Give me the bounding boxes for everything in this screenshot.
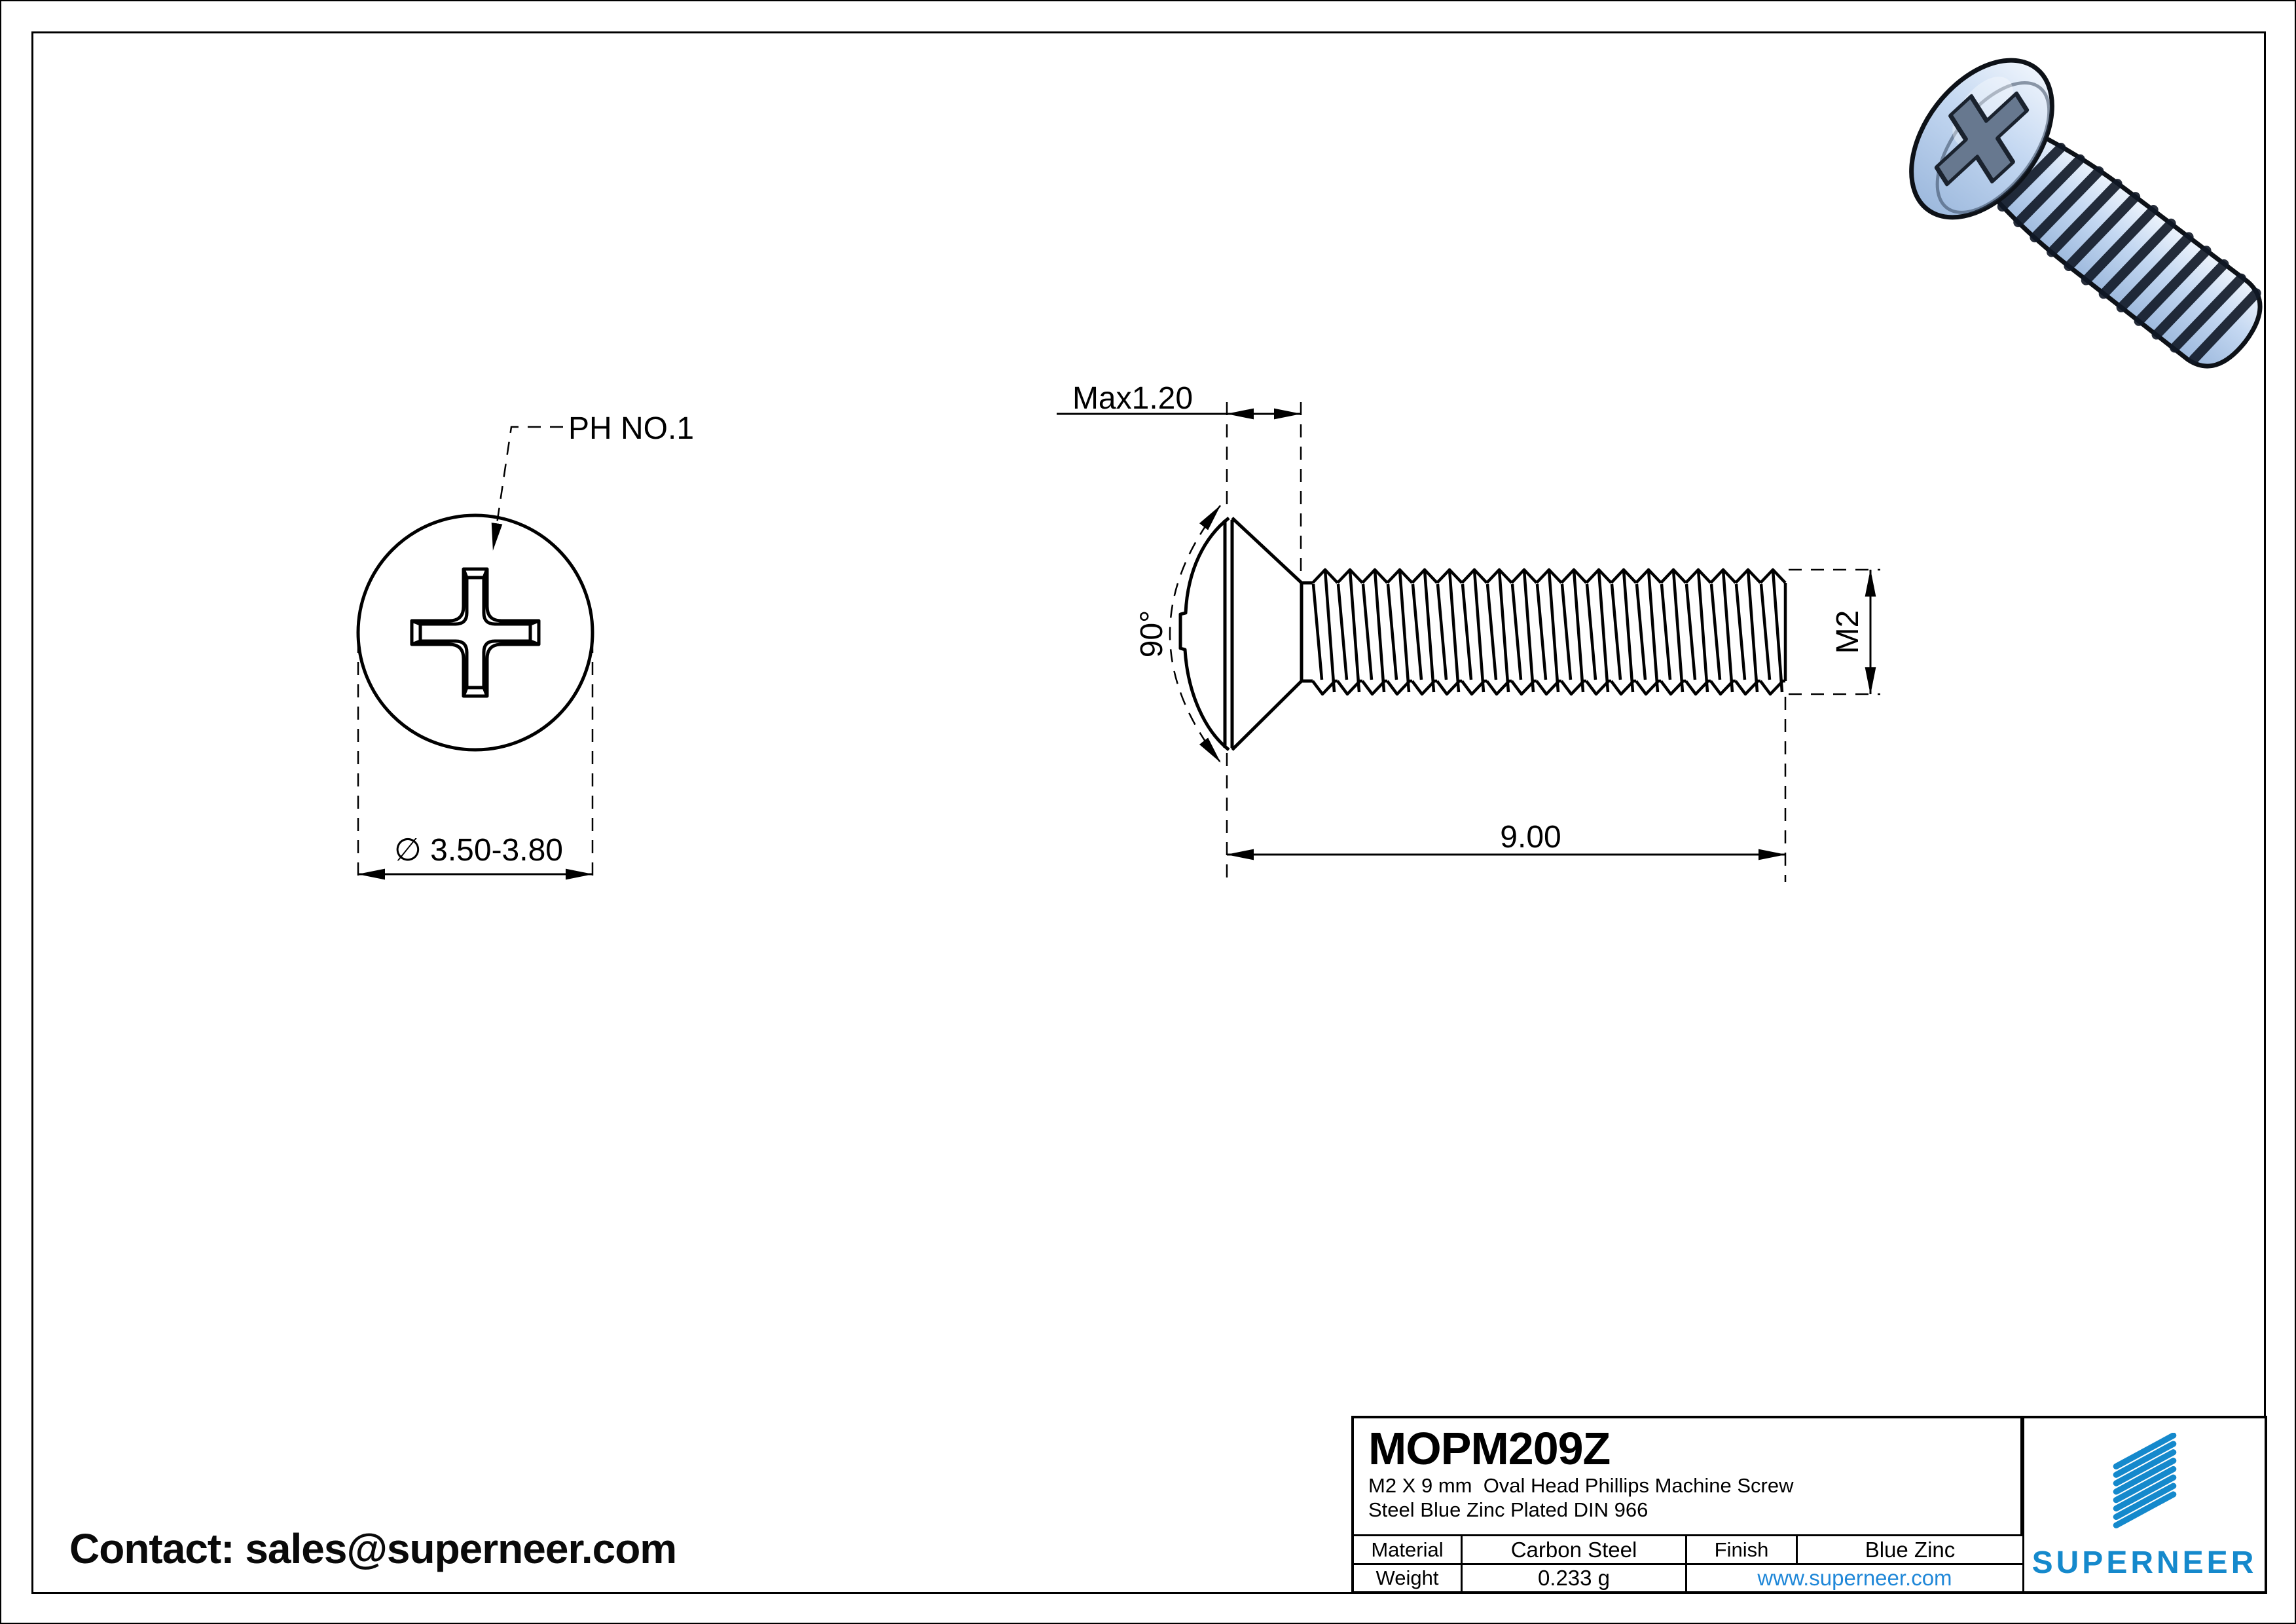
material-label: Material	[1354, 1536, 1463, 1565]
callout-leader	[491, 426, 563, 551]
inner-frame	[31, 31, 2266, 1594]
brand-name: SUPERNEER	[2032, 1545, 2257, 1580]
contact-text: Contact: sales@superneer.com	[69, 1525, 677, 1572]
part-description-line2: Steel Blue Zinc Plated DIN 966	[1368, 1498, 1649, 1521]
length-dim-text: 9.00	[1500, 820, 1561, 855]
callout-label: PH NO.1	[568, 411, 694, 446]
material-value: Carbon Steel	[1463, 1536, 1687, 1565]
screw-head-profile	[1178, 517, 1313, 751]
phillips-recess	[410, 567, 541, 698]
thread-profile	[1313, 570, 1787, 694]
website-link[interactable]: www.superneer.com	[1757, 1566, 1952, 1590]
weight-value: 0.233 g	[1463, 1565, 1687, 1591]
part-number: MOPM209Z	[1368, 1423, 1611, 1474]
length-dimension: 9.00	[1226, 697, 1787, 882]
thread-size-text: M2	[1831, 610, 1865, 654]
thread-size-dimension: M2	[1789, 568, 1880, 695]
countersink-angle-text: 90°	[1135, 610, 1169, 658]
diameter-dimension: ∅ 3.50-3.80	[357, 640, 594, 882]
finish-label: Finish	[1687, 1536, 1798, 1565]
brand-logo-cell: SUPERNEER	[2022, 1418, 2265, 1591]
part-description-line1: M2 X 9 mm Oval Head Phillips Machine Scr…	[1368, 1474, 1794, 1497]
diameter-dim-text: ∅ 3.50-3.80	[394, 833, 563, 868]
side-view: Max1.20 90° M2 9.00	[1057, 381, 1880, 882]
weight-label: Weight	[1354, 1565, 1463, 1591]
screw-3d-render	[1909, 58, 2263, 369]
countersink-angle-dimension: 90°	[1135, 505, 1221, 763]
head-outline-circle	[356, 513, 594, 752]
head-height-dimension: Max1.20	[1057, 381, 1302, 579]
finish-value: Blue Zinc	[1798, 1536, 2022, 1565]
title-block: MOPM209Z M2 X 9 mm Oval Head Phillips Ma…	[1351, 1416, 2267, 1594]
front-view: PH NO.1 ∅ 3.50-3.80	[356, 411, 694, 882]
phillips-recess-3d	[1934, 91, 2030, 187]
head-height-dim-text: Max1.20	[1072, 381, 1193, 416]
brand-logo-icon	[2113, 1433, 2176, 1528]
part-description-cell: MOPM209Z M2 X 9 mm Oval Head Phillips Ma…	[1354, 1418, 2022, 1536]
